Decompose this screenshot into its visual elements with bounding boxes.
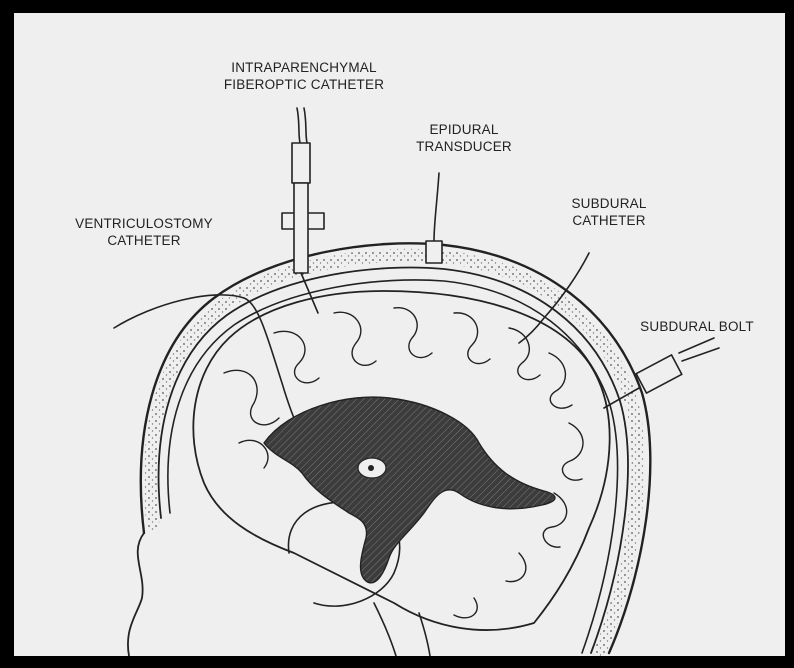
label-line-1: EPIDURAL — [384, 121, 544, 138]
label-line-2: CATHETER — [544, 212, 674, 229]
epidural-transducer-device — [426, 173, 442, 263]
foramen-dot — [368, 465, 374, 471]
label-subdural-catheter: SUBDURAL CATHETER — [544, 195, 674, 229]
label-subdural-bolt: SUBDURAL BOLT — [622, 318, 772, 335]
label-intraparenchymal-fiberoptic-catheter: INTRAPARENCHYMAL FIBEROPTIC CATHETER — [184, 59, 424, 93]
label-line-2: TRANSDUCER — [384, 138, 544, 155]
brainstem-outline — [374, 603, 430, 656]
label-line-1: VENTRICULOSTOMY — [44, 215, 244, 232]
label-line-1: SUBDURAL BOLT — [622, 318, 772, 335]
face-outline — [128, 533, 144, 656]
diagram-canvas: INTRAPARENCHYMAL FIBEROPTIC CATHETER EPI… — [14, 13, 785, 656]
label-line-1: SUBDURAL — [544, 195, 674, 212]
intraparenchymal-catheter-device — [282, 108, 324, 313]
label-ventriculostomy-catheter: VENTRICULOSTOMY CATHETER — [44, 215, 244, 249]
label-line-1: INTRAPARENCHYMAL — [184, 59, 424, 76]
label-epidural-transducer: EPIDURAL TRANSDUCER — [384, 121, 544, 155]
label-line-2: FIBEROPTIC CATHETER — [184, 76, 424, 93]
label-line-2: CATHETER — [44, 232, 244, 249]
lateral-ventricle — [264, 397, 555, 583]
